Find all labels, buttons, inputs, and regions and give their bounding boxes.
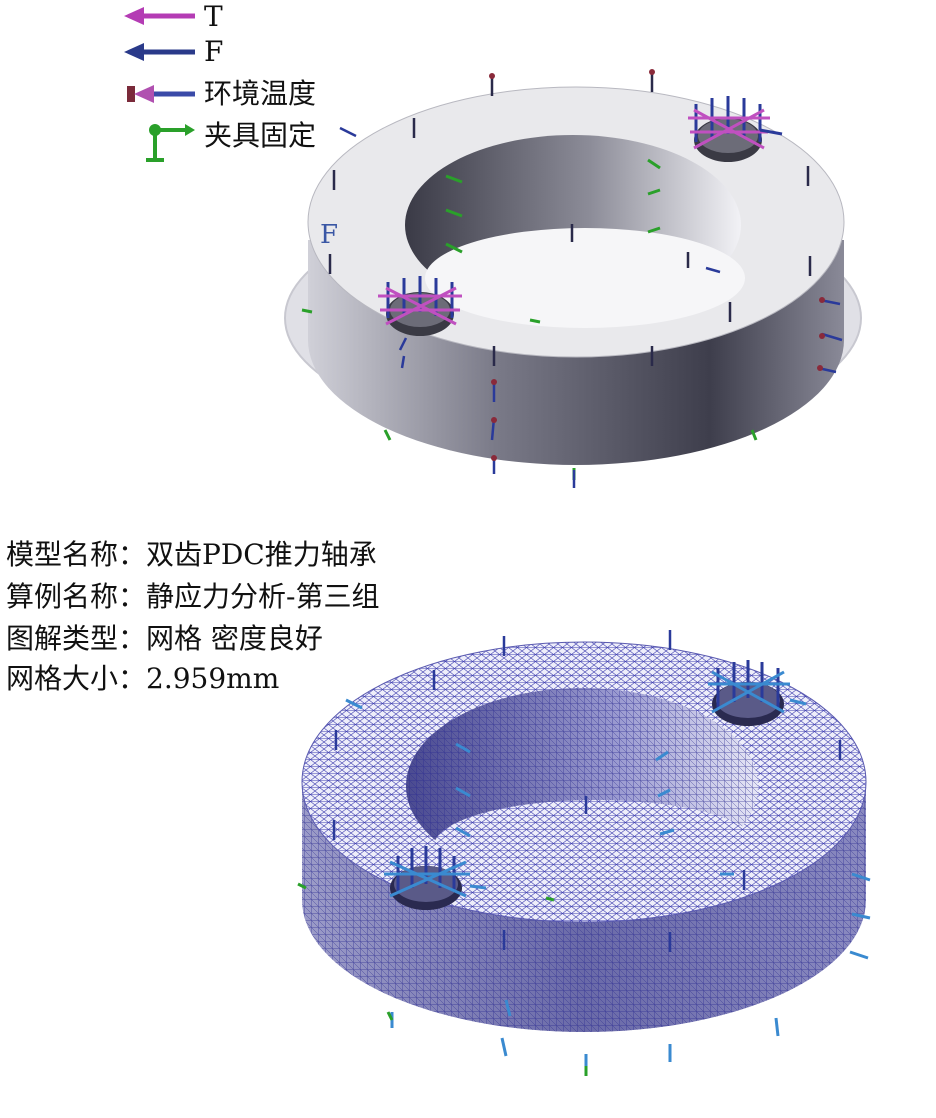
legend-label-t: T bbox=[204, 0, 223, 33]
load-arrows-left bbox=[378, 276, 462, 326]
legend bbox=[124, 7, 195, 162]
purple-arrow-icon bbox=[124, 7, 195, 25]
mesh-tooth-right bbox=[712, 682, 784, 726]
mesh-arrows-right bbox=[708, 660, 807, 714]
navy-arrow-icon bbox=[124, 43, 195, 61]
top-load-markers bbox=[328, 72, 812, 366]
load-arrows-right bbox=[688, 96, 783, 150]
legend-label-f: F bbox=[204, 35, 224, 68]
fixture-icon bbox=[146, 124, 195, 162]
top-ring-model bbox=[284, 69, 862, 488]
mesh-fixture-markers bbox=[297, 882, 588, 1076]
mesh-arrows-left bbox=[384, 846, 487, 898]
side-red-markers bbox=[489, 69, 825, 461]
legend-label-fixture: 夹具固定 bbox=[204, 119, 317, 152]
mesh-size: 网格大小：2.959mm bbox=[6, 662, 280, 695]
temperature-arrow-icon bbox=[127, 85, 195, 103]
model-name: 模型名称：双齿PDC推力轴承 bbox=[6, 538, 377, 571]
mesh-top-markers bbox=[332, 630, 842, 952]
force-label: F bbox=[320, 220, 339, 250]
study-name: 算例名称：静应力分析-第三组 bbox=[6, 580, 380, 613]
mesh-side-markers bbox=[345, 698, 871, 1074]
plot-type: 图解类型：网格 密度良好 bbox=[6, 622, 323, 655]
legend-label-ambient-temperature: 环境温度 bbox=[204, 77, 317, 110]
bottom-mesh-model bbox=[297, 630, 871, 1076]
